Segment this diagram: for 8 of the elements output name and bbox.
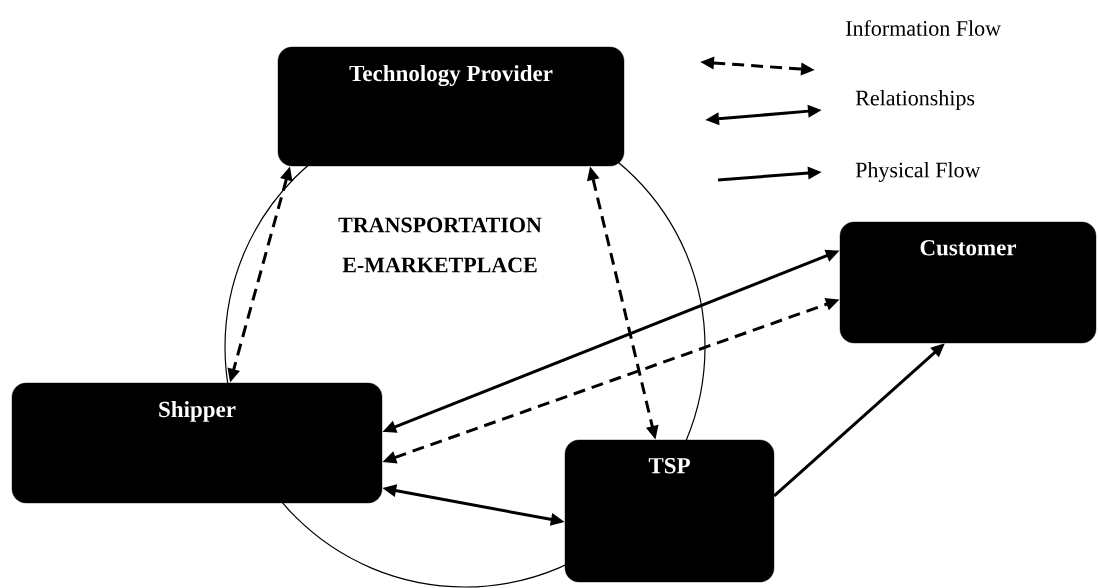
- entity-box: TSP: [564, 439, 775, 583]
- entity-box: Shipper: [11, 382, 383, 504]
- legend-label: Physical Flow: [855, 162, 981, 182]
- legend-label: Relationships: [855, 90, 975, 110]
- entity-box: Customer: [839, 221, 1097, 344]
- marketplace-label: TRANSPORTATION E-MARKETPLACE: [338, 217, 542, 273]
- entity-box: Technology Provider: [277, 46, 625, 167]
- legend-label: Information Flow: [846, 20, 1001, 36]
